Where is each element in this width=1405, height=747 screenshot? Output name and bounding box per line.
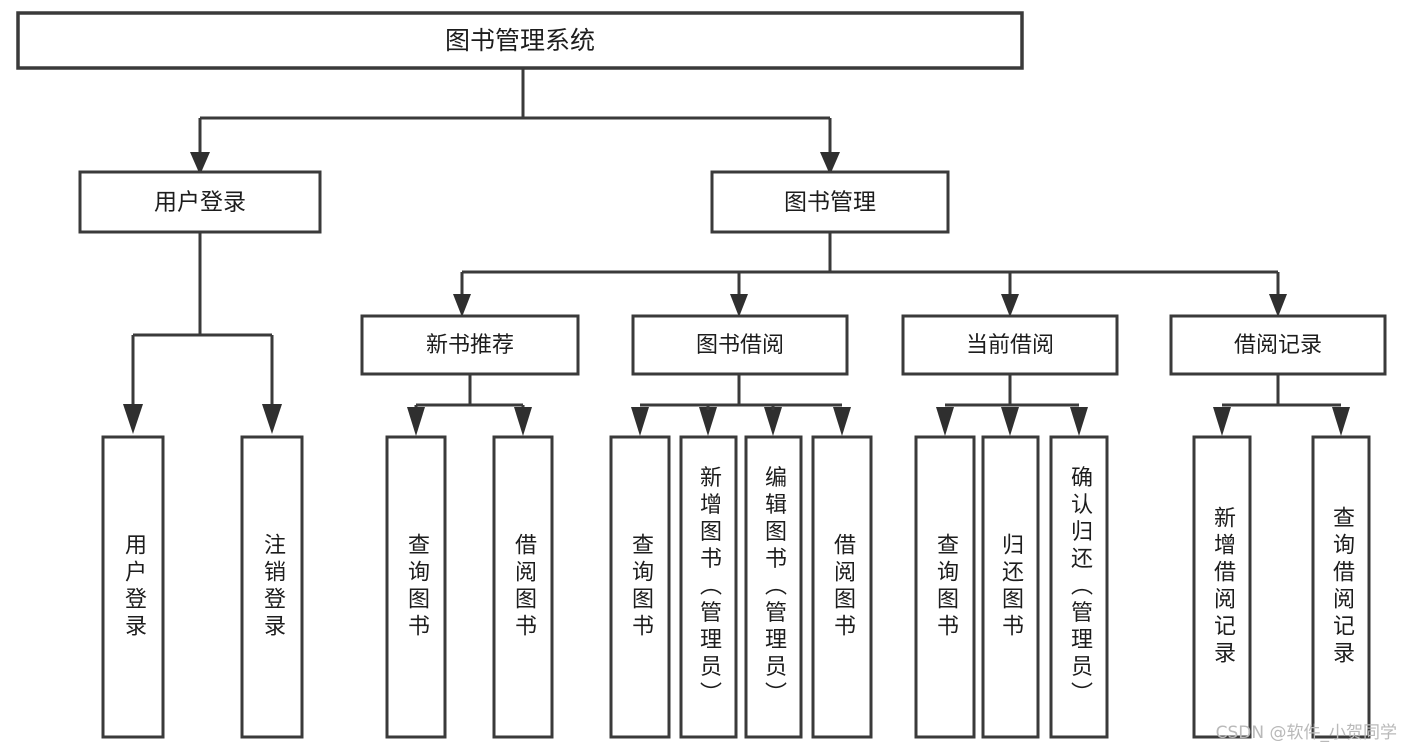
node-leaf-borrow-book-1[interactable]: 借阅图书 [492, 435, 554, 739]
node-leaf-borrow-book-2-box[interactable] [811, 435, 873, 739]
node-user-login[interactable]: 用户登录 [78, 170, 322, 234]
arrowhead-leaf-edit-book [764, 407, 782, 436]
node-leaf-query-book-3-box[interactable] [914, 435, 976, 739]
node-root[interactable]: 图书管理系统 [16, 11, 1024, 70]
node-leaf-user-login[interactable]: 用户登录 [101, 435, 165, 739]
node-current-borrow-label: 当前借阅 [966, 333, 1054, 358]
arrowhead-leaf-add-book [699, 407, 717, 436]
arrowhead-leaf-query-book-3 [936, 407, 954, 436]
node-leaf-return-book[interactable]: 归还图书 [981, 435, 1040, 739]
node-leaf-query-book-3[interactable]: 查询图书 [914, 435, 976, 739]
node-borrow-record-label: 借阅记录 [1234, 333, 1322, 358]
arrowhead-book-borrow [730, 294, 748, 317]
node-leaf-add-book-label: 新增图书（管理员） [696, 466, 722, 709]
node-leaf-query-book-2[interactable]: 查询图书 [609, 435, 671, 739]
arrowhead-leaf-query-book-1 [407, 407, 425, 436]
node-new-book-recommend[interactable]: 新书推荐 [360, 314, 580, 376]
node-leaf-return-book-box[interactable] [981, 435, 1040, 739]
node-leaf-edit-book-box[interactable] [744, 435, 803, 739]
node-leaf-borrow-book-1-label: 借阅图书 [511, 533, 537, 641]
node-book-borrow-box[interactable] [631, 314, 849, 376]
node-leaf-borrow-book-2[interactable]: 借阅图书 [811, 435, 873, 739]
arrowhead-leaf-borrow-book-2 [833, 407, 851, 436]
arrowhead-leaf-return-book [1001, 407, 1019, 436]
node-leaf-borrow-book-1-box[interactable] [492, 435, 554, 739]
arrowhead-borrow-record [1269, 294, 1287, 317]
node-leaf-query-record-box[interactable] [1311, 435, 1371, 739]
node-leaf-query-book-3-label: 查询图书 [933, 533, 959, 641]
node-leaf-add-record-label: 新增借阅记录 [1210, 506, 1236, 668]
node-leaf-query-book-1-label: 查询图书 [404, 533, 430, 641]
node-leaf-query-book-1-box[interactable] [385, 435, 447, 739]
node-leaf-query-record[interactable]: 查询借阅记录 [1311, 435, 1371, 739]
node-borrow-record[interactable]: 借阅记录 [1169, 314, 1387, 376]
node-leaf-confirm-return-label: 确认归还（管理员） [1067, 466, 1093, 709]
node-leaf-user-logout[interactable]: 注销登录 [240, 435, 304, 739]
arrowhead-leaf-add-record [1213, 407, 1231, 436]
node-book-management-label: 图书管理 [784, 190, 876, 216]
arrowhead-user-login [190, 152, 210, 175]
node-new-book-recommend-label: 新书推荐 [426, 333, 514, 358]
node-leaf-user-login-label: 用户登录 [121, 533, 147, 641]
node-leaf-confirm-return[interactable]: 确认归还（管理员） [1049, 435, 1109, 739]
node-root-box[interactable] [16, 11, 1024, 70]
arrowhead-leaf-query-record [1332, 407, 1350, 436]
node-leaf-borrow-book-2-label: 借阅图书 [830, 533, 856, 641]
node-book-borrow-label: 图书借阅 [696, 333, 784, 358]
node-leaf-edit-book[interactable]: 编辑图书（管理员） [744, 435, 803, 739]
node-leaf-query-record-label: 查询借阅记录 [1329, 506, 1355, 668]
arrowhead-new-book-recommend [453, 294, 471, 317]
arrowhead-leaf-confirm-return [1070, 407, 1088, 436]
arrowhead-book-management [820, 152, 840, 175]
connector-group [123, 68, 1350, 436]
node-leaf-confirm-return-box[interactable] [1049, 435, 1109, 739]
node-new-book-recommend-box[interactable] [360, 314, 580, 376]
node-leaf-add-book-box[interactable] [679, 435, 738, 739]
node-leaf-return-book-label: 归还图书 [998, 533, 1024, 641]
node-book-management-box[interactable] [710, 170, 950, 234]
node-leaf-add-record-box[interactable] [1192, 435, 1252, 739]
node-leaf-query-book-2-label: 查询图书 [628, 533, 654, 641]
arrowhead-leaf-borrow-book-1 [514, 407, 532, 436]
node-leaf-add-book[interactable]: 新增图书（管理员） [679, 435, 738, 739]
node-leaf-user-logout-box[interactable] [240, 435, 304, 739]
node-user-login-box[interactable] [78, 170, 322, 234]
arrowhead-leaf-user-logout [262, 404, 282, 434]
node-user-login-label: 用户登录 [154, 190, 246, 216]
node-leaf-edit-book-label: 编辑图书（管理员） [761, 466, 787, 709]
arrowhead-leaf-user-login [123, 404, 143, 434]
node-leaf-user-logout-label: 注销登录 [260, 533, 286, 641]
node-leaf-user-login-box[interactable] [101, 435, 165, 739]
node-book-management[interactable]: 图书管理 [710, 170, 950, 234]
node-book-borrow[interactable]: 图书借阅 [631, 314, 849, 376]
node-current-borrow-box[interactable] [901, 314, 1119, 376]
arrowhead-leaf-query-book-2 [631, 407, 649, 436]
node-leaf-query-book-1[interactable]: 查询图书 [385, 435, 447, 739]
node-leaf-query-book-2-box[interactable] [609, 435, 671, 739]
node-leaf-add-record[interactable]: 新增借阅记录 [1192, 435, 1252, 739]
node-borrow-record-box[interactable] [1169, 314, 1387, 376]
arrowhead-current-borrow [1001, 294, 1019, 317]
node-current-borrow[interactable]: 当前借阅 [901, 314, 1119, 376]
node-root-label: 图书管理系统 [445, 26, 595, 55]
